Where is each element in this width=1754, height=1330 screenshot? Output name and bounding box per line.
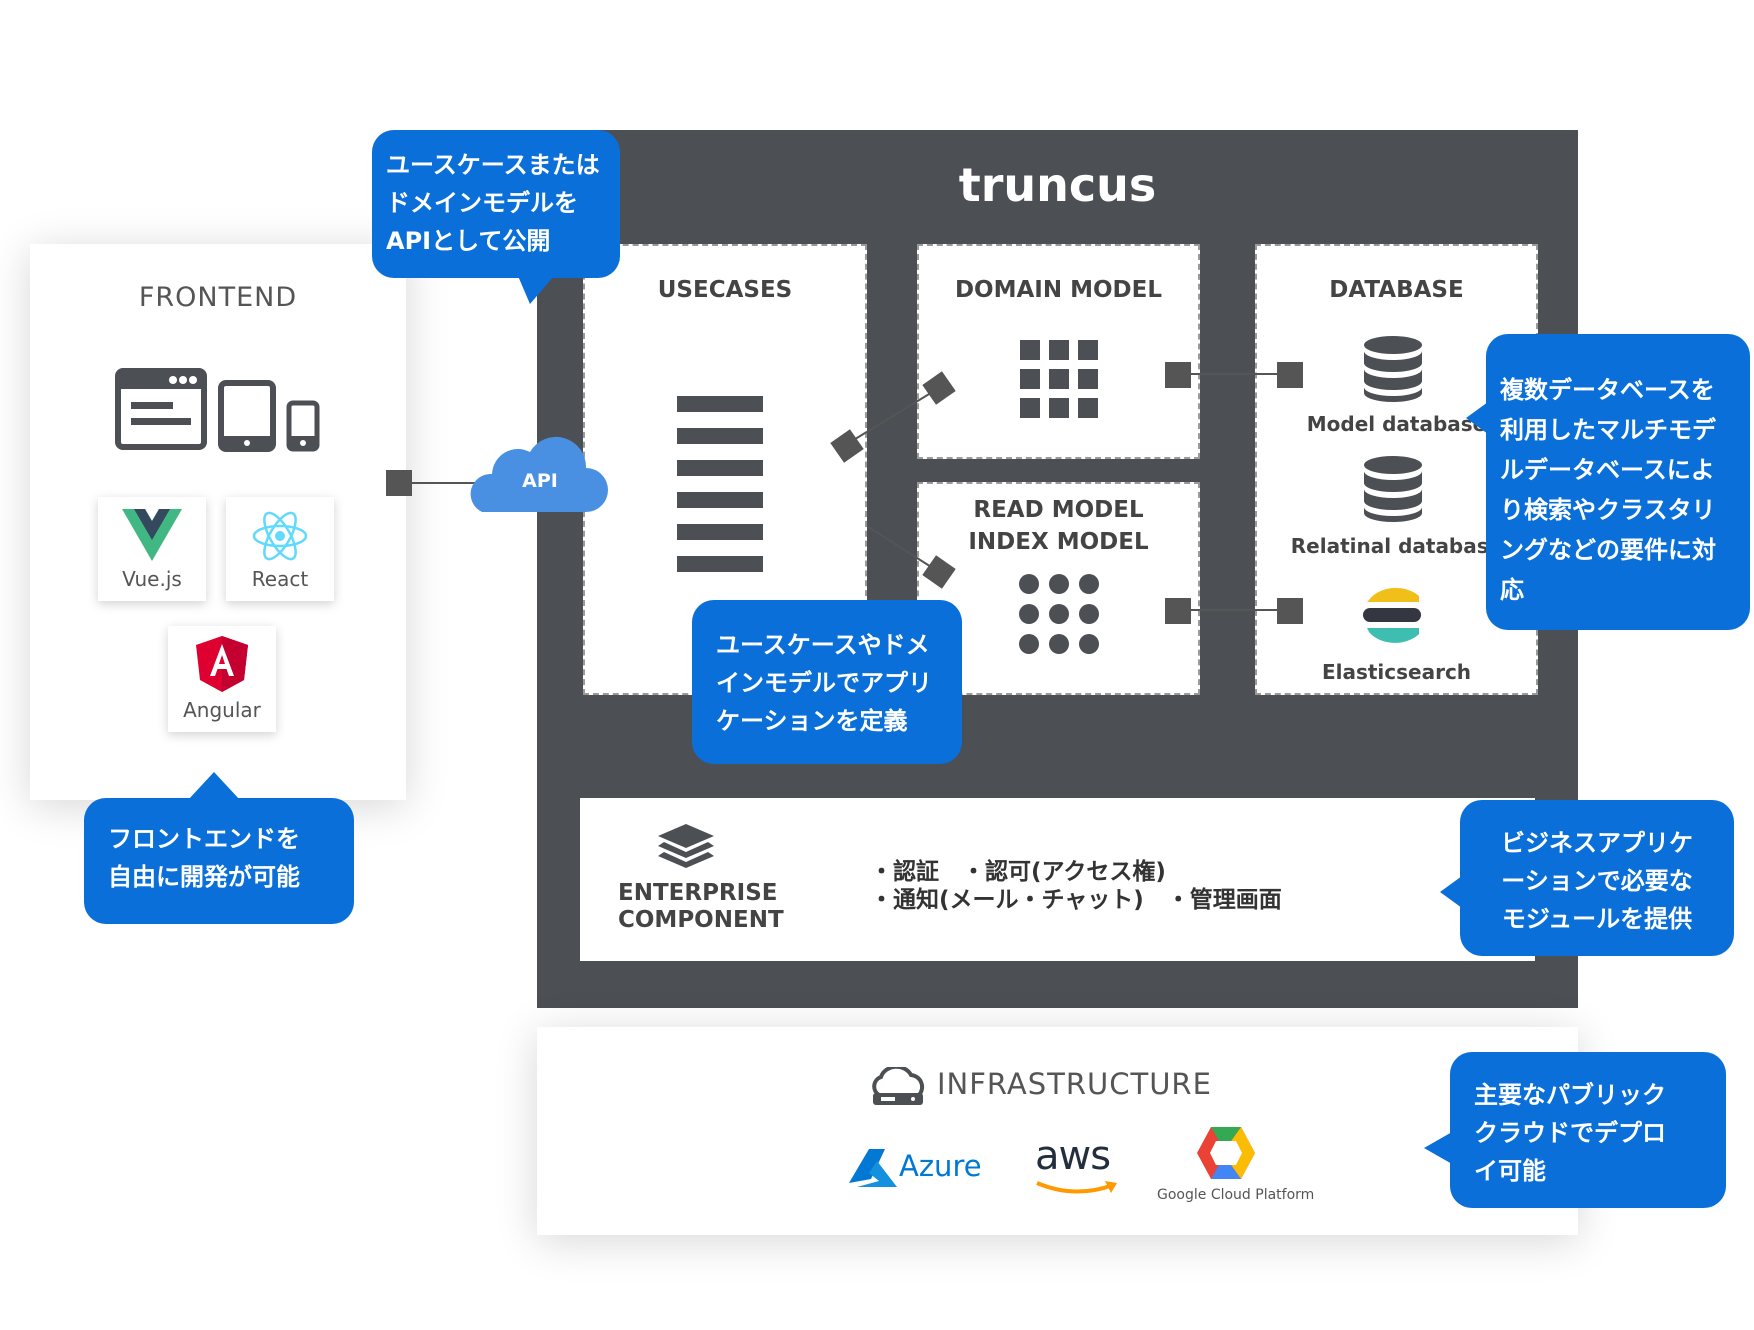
frontend-note-bubble: フロントエンドを 自由に開発が可能 — [84, 772, 354, 924]
bubble-line: ユースケースまたは — [386, 151, 600, 179]
angular-logo-icon — [196, 636, 248, 692]
bubble-line: ケーションを定義 — [716, 707, 908, 735]
bubble-line: クラウドでデプロ — [1474, 1119, 1666, 1147]
read-model-panel: READ MODEL INDEX MODEL — [917, 482, 1200, 695]
infrastructure-panel: INFRASTRUCTURE Azure aws Google Cloud Pl… — [537, 1027, 1578, 1235]
bubble-tail — [518, 276, 554, 304]
vue-label: Vue.js — [122, 567, 182, 591]
index-model-title: INDEX MODEL — [968, 529, 1149, 555]
google-cloud-logo-icon — [1197, 1127, 1255, 1179]
enterprise-features: ・認証 ・認可(アクセス権) ・通知(メール・チャット) ・管理画面 — [870, 858, 1282, 914]
react-label: React — [251, 567, 309, 591]
vue-card: Vue.js — [98, 497, 206, 601]
truncus-core-panel: truncus USECASES DOMAIN MODEL READ MODEL… — [537, 130, 1578, 1008]
dots-grid-icon — [1019, 574, 1099, 654]
bubble-line: 利用したマルチモデ — [1500, 416, 1716, 444]
read-model-title: READ MODEL — [973, 497, 1144, 523]
database-icon — [1364, 456, 1422, 522]
bubble-tail — [1466, 402, 1488, 434]
infrastructure-title: INFRASTRUCTURE — [937, 1067, 1212, 1101]
relational-database-label: Relatinal database — [1290, 534, 1503, 558]
aws-label: aws — [1035, 1133, 1111, 1179]
bubble-line: 応 — [1500, 576, 1524, 604]
angular-card: Angular — [168, 626, 276, 732]
database-icon — [1364, 336, 1422, 402]
azure-logo-icon — [849, 1149, 897, 1187]
api-label: API — [522, 470, 558, 492]
react-logo-icon — [252, 511, 308, 561]
bubble-tail — [1440, 876, 1462, 908]
domain-model-panel: DOMAIN MODEL — [917, 244, 1200, 459]
database-title: DATABASE — [1329, 277, 1464, 303]
bubble-line: ングなどの要件に対 — [1500, 536, 1716, 564]
tablet-icon — [218, 380, 276, 452]
bubble-line: インモデルでアプリ — [716, 669, 932, 697]
bubble-line: モジュールを提供 — [1501, 905, 1693, 933]
bubble-line: り検索やクラスタリ — [1500, 496, 1716, 524]
frontend-title: FRONTEND — [138, 282, 298, 313]
bubble-line: 主要なパブリック — [1474, 1081, 1666, 1109]
enterprise-title: ENTERPRISE COMPONENT — [618, 880, 784, 934]
smartphone-icon — [286, 400, 320, 452]
enterprise-title-line1: ENTERPRISE — [618, 880, 778, 906]
frontend-panel: FRONTEND Vue.js — [30, 244, 406, 800]
bubble-line: フロントエンドを — [108, 825, 300, 853]
usecases-title: USECASES — [657, 277, 793, 303]
enterprise-component-panel: ENTERPRISE COMPONENT ・認証 ・認可(アクセス権) ・通知(… — [580, 798, 1535, 961]
bubble-line: ビジネスアプリケ — [1501, 829, 1693, 857]
browser-window-icon — [115, 368, 207, 450]
bubble-line: 複数データベースを — [1500, 376, 1715, 404]
enterprise-title-line2: COMPONENT — [618, 907, 784, 933]
grid-icon — [1020, 340, 1098, 418]
layers-icon — [658, 824, 714, 868]
list-icon — [677, 396, 763, 572]
elasticsearch-logo-icon — [1363, 587, 1421, 643]
model-database-label: Model database — [1306, 412, 1487, 436]
infra-note-bubble: 主要なパブリック クラウドでデプロ イ可能 — [1424, 1052, 1726, 1208]
usecase-note-bubble: ユースケースやドメ インモデルでアプリ ケーションを定義 — [692, 600, 962, 764]
google-cloud-label: Google Cloud Platform — [1157, 1187, 1315, 1203]
bubble-line: ドメインモデルを — [386, 189, 578, 217]
aws-smile-icon — [1036, 1181, 1117, 1194]
bubble-tail — [1424, 1132, 1452, 1164]
angular-label: Angular — [183, 698, 261, 722]
vue-logo-icon — [122, 509, 182, 561]
connector-lines — [830, 362, 1303, 624]
elasticsearch-label: Elasticsearch — [1321, 660, 1472, 684]
bubble-line: ルデータベースによ — [1500, 456, 1715, 484]
enterprise-note-bubble: ビジネスアプリケ ーションで必要な モジュールを提供 — [1440, 800, 1734, 956]
bubble-line: イ可能 — [1474, 1157, 1546, 1185]
enterprise-features-line2: ・通知(メール・チャット) ・管理画面 — [870, 887, 1282, 913]
truncus-title: truncus — [958, 158, 1157, 212]
bubble-line: ユースケースやドメ — [716, 631, 930, 659]
enterprise-features-line1: ・認証 ・認可(アクセス権) — [870, 859, 1166, 885]
database-note-bubble: 複数データベースを 利用したマルチモデ ルデータベースによ り検索やクラスタリ … — [1466, 334, 1750, 630]
bubble-tail — [188, 772, 240, 800]
bubble-line: APIとして公開 — [386, 227, 551, 255]
bubble-line: 自由に開発が可能 — [108, 863, 300, 891]
domain-model-title: DOMAIN MODEL — [954, 277, 1163, 303]
bubble-line: ーションで必要な — [1501, 867, 1693, 895]
api-note-bubble: ユースケースまたは ドメインモデルを APIとして公開 — [372, 130, 620, 304]
azure-label: Azure — [899, 1149, 982, 1183]
api-connector — [386, 436, 608, 512]
react-card: React — [226, 497, 334, 601]
api-cloud-icon — [470, 436, 608, 512]
cloud-server-icon — [872, 1067, 925, 1105]
